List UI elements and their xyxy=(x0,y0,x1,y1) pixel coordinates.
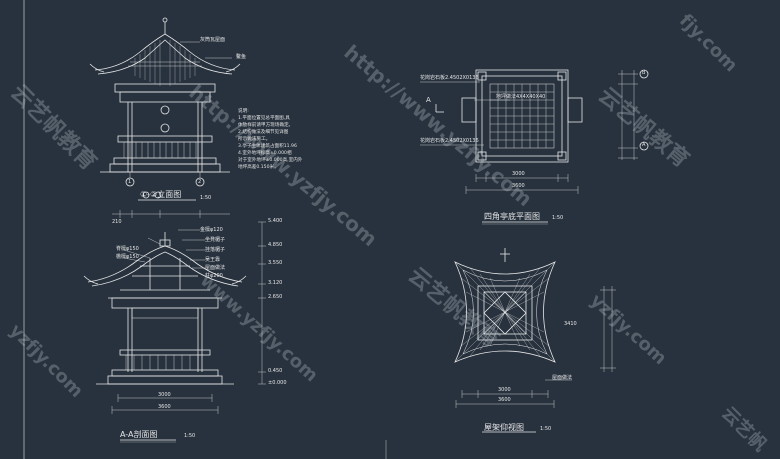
notes-line: 所示做法施工。 xyxy=(238,137,271,142)
roof-dim: 3000 xyxy=(498,387,511,393)
elevation-scale: 1:50 xyxy=(200,195,212,201)
section-dim: 3000 xyxy=(158,392,171,398)
section-title: A-A剖面图 xyxy=(120,430,158,439)
section-callout: 金檩φ120 xyxy=(200,227,223,233)
section-elev: 3.550 xyxy=(268,260,283,266)
section-elev: 5.400 xyxy=(268,218,283,224)
notes-line: 2.结构做法及细节见详图 xyxy=(238,130,289,135)
elevation-label-roof: 灰筒瓦屋面 xyxy=(200,37,226,43)
plan-callout: 花岗岩石板2.4502X0136 xyxy=(420,138,479,144)
notes-line: 地坪高差0.150米。 xyxy=(238,165,279,170)
plan-drawing xyxy=(420,69,649,225)
section-callout: 坐凳楣子 xyxy=(205,237,226,243)
elevation-title: ①-②立面图 xyxy=(140,190,182,199)
notes-line: 体放样前请甲方现场确定。 xyxy=(238,123,294,128)
elevation-axis-2: 2 xyxy=(198,179,202,185)
plan-dim: 3000 xyxy=(512,171,525,177)
section-elev: 4.850 xyxy=(268,242,283,248)
section-dim: 3600 xyxy=(158,404,171,410)
plan-axis-a: A xyxy=(642,142,646,148)
section-elev: 2.650 xyxy=(268,294,283,300)
plan-title: 四角亭底平面图 xyxy=(484,212,540,221)
section-callout: 挂落楣子 xyxy=(205,247,226,253)
roof-dim: 3600 xyxy=(498,397,511,403)
elevation-label-top: 鳌鱼 xyxy=(236,54,247,60)
roof-plan-drawing xyxy=(454,248,616,433)
plan-callout: 花岗岩石板2.4502X0136 xyxy=(420,75,479,81)
roof-side-dim: 3410 xyxy=(564,321,577,327)
notes-line: 3.亭子主体建筑占面积11.96 xyxy=(238,144,297,149)
section-callout: 檐檩φ150 xyxy=(116,254,139,260)
notes-line: 对于室外地坪±0.000高,室内外 xyxy=(238,158,303,163)
design-notes: 说明: 1.平面位置见总平面图,具 体放样前请甲方现场确定。 2.结构做法及细节… xyxy=(238,108,348,171)
section-elev: 3.120 xyxy=(268,280,283,286)
notes-line: 4.室外地坪标高±0.000相 xyxy=(238,151,292,156)
roof-title: 屋架仰视图 xyxy=(484,423,524,432)
section-scale: 1:50 xyxy=(184,433,196,439)
plan-axis-b: B xyxy=(642,70,646,76)
section-callout: 柱φ200 xyxy=(205,273,223,279)
section-dim: 210 xyxy=(112,219,122,225)
elevation-axis-1: 1 xyxy=(128,179,132,185)
plan-callout: 地坪做法4X4X40X40 xyxy=(496,94,546,100)
plan-scale: 1:50 xyxy=(552,215,564,221)
plan-dim: 3600 xyxy=(512,183,525,189)
elevation-drawing xyxy=(89,17,241,201)
notes-line: 1.平面位置见总平面图,具 xyxy=(238,116,290,121)
section-callout: 屋面做法 xyxy=(205,265,226,271)
notes-heading: 说明: xyxy=(238,109,249,114)
section-callout: 吴王靠 xyxy=(205,257,221,263)
plan-section-mark: A xyxy=(426,96,431,104)
section-drawing xyxy=(83,210,266,443)
section-callout: 脊檩φ150 xyxy=(116,246,139,252)
roof-scale: 1:50 xyxy=(540,426,552,432)
section-elev: ±0.000 xyxy=(268,380,287,386)
section-elev: 0.450 xyxy=(268,368,283,374)
roof-callout: 屋面做法 xyxy=(552,375,573,381)
